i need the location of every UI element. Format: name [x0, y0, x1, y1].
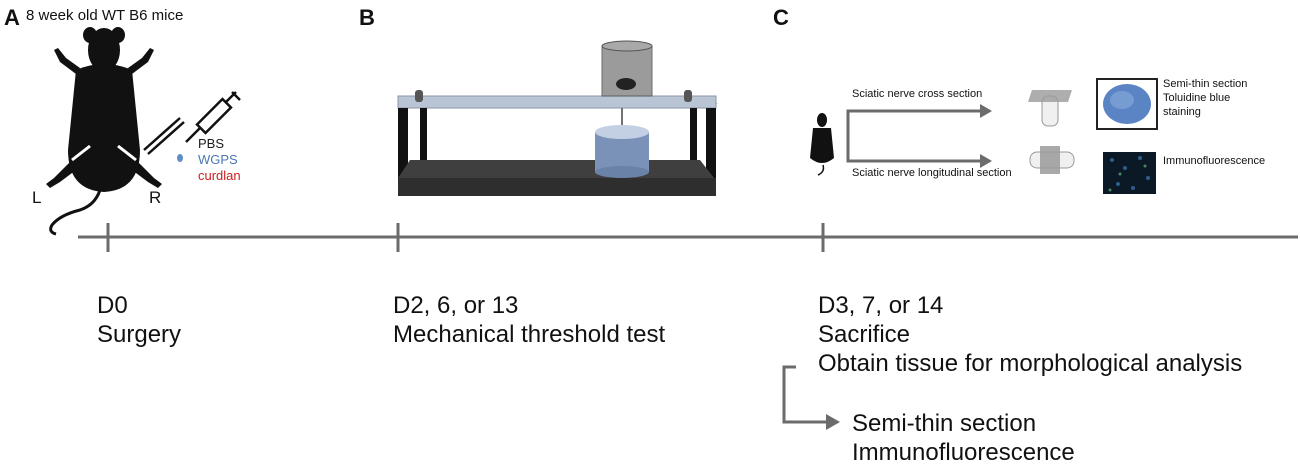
arrowhead-cross	[980, 104, 992, 118]
panel-letter-a: A	[4, 5, 20, 30]
cross-section-label: Sciatic nerve cross section	[852, 88, 983, 100]
mouse-small-icon	[810, 113, 834, 176]
timepoint-d2: D2, 6, or 13 Mechanical threshold test	[393, 291, 665, 349]
timepoint-d3-tissue: Obtain tissue for morphological analysis	[818, 350, 1243, 377]
timepoint-d2-desc: Mechanical threshold test	[393, 321, 666, 348]
analysis-semithin: Semi-thin section	[852, 410, 1037, 437]
injection-pbs: PBS	[198, 136, 225, 151]
droplet-icon	[177, 154, 183, 162]
incision-right	[117, 144, 137, 162]
timepoint-d2-day: D2, 6, or 13	[393, 292, 519, 319]
immunofluorescence-texture-green	[1108, 164, 1147, 192]
forceps-icon	[143, 117, 185, 155]
timepoint-d3-desc: Sacrifice	[818, 321, 911, 348]
semithin-toluidine-label: Semi-thin section Toluidine blue stainin…	[1163, 78, 1248, 118]
timepoint-d3: D3, 7, or 14 Sacrifice Obtain tissue for…	[818, 291, 1242, 378]
branch-arrow-long	[846, 111, 990, 163]
tissue-branch-arrowhead	[826, 414, 840, 430]
nerve-cross-icon	[1028, 90, 1072, 127]
nerve-longitudinal-icon	[1029, 146, 1075, 174]
timepoint-d0-desc: Surgery	[97, 321, 182, 348]
right-side-label: R	[149, 188, 162, 207]
incision-left	[71, 144, 91, 162]
timepoint-d3-day: D3, 7, or 14	[818, 292, 944, 319]
longitudinal-section-label: Sciatic nerve longitudinal section	[852, 167, 1012, 179]
von-frey-apparatus-icon	[397, 40, 718, 196]
branch-arrow-cross	[846, 109, 990, 148]
injection-wgps: WGPS	[198, 152, 238, 167]
timepoint-d0-day: D0	[97, 292, 128, 319]
immunofluorescence-label: Immunofluorescence	[1163, 155, 1266, 167]
injection-list: PBS WGPS curdlan	[198, 136, 241, 184]
panel-a-title: 8 week old WT B6 mice	[26, 7, 184, 24]
timepoint-d0: D0 Surgery	[97, 291, 181, 349]
tissue-branch-arrow	[782, 365, 836, 424]
mouse-silhouette-icon	[46, 27, 162, 236]
syringe-icon	[185, 91, 241, 143]
immunofluorescence-texture	[1110, 156, 1150, 190]
injection-curdlan: curdlan	[198, 168, 241, 183]
panel-letter-b: B	[359, 5, 375, 30]
tissue-analyses: Semi-thin section Immunofluorescence	[852, 409, 1075, 467]
left-side-label: L	[32, 188, 42, 207]
analysis-immunofluorescence: Immunofluorescence	[852, 439, 1075, 466]
toluidine-image-texture	[1110, 91, 1134, 109]
panel-letter-c: C	[773, 5, 789, 30]
arrowhead-long	[980, 154, 992, 168]
